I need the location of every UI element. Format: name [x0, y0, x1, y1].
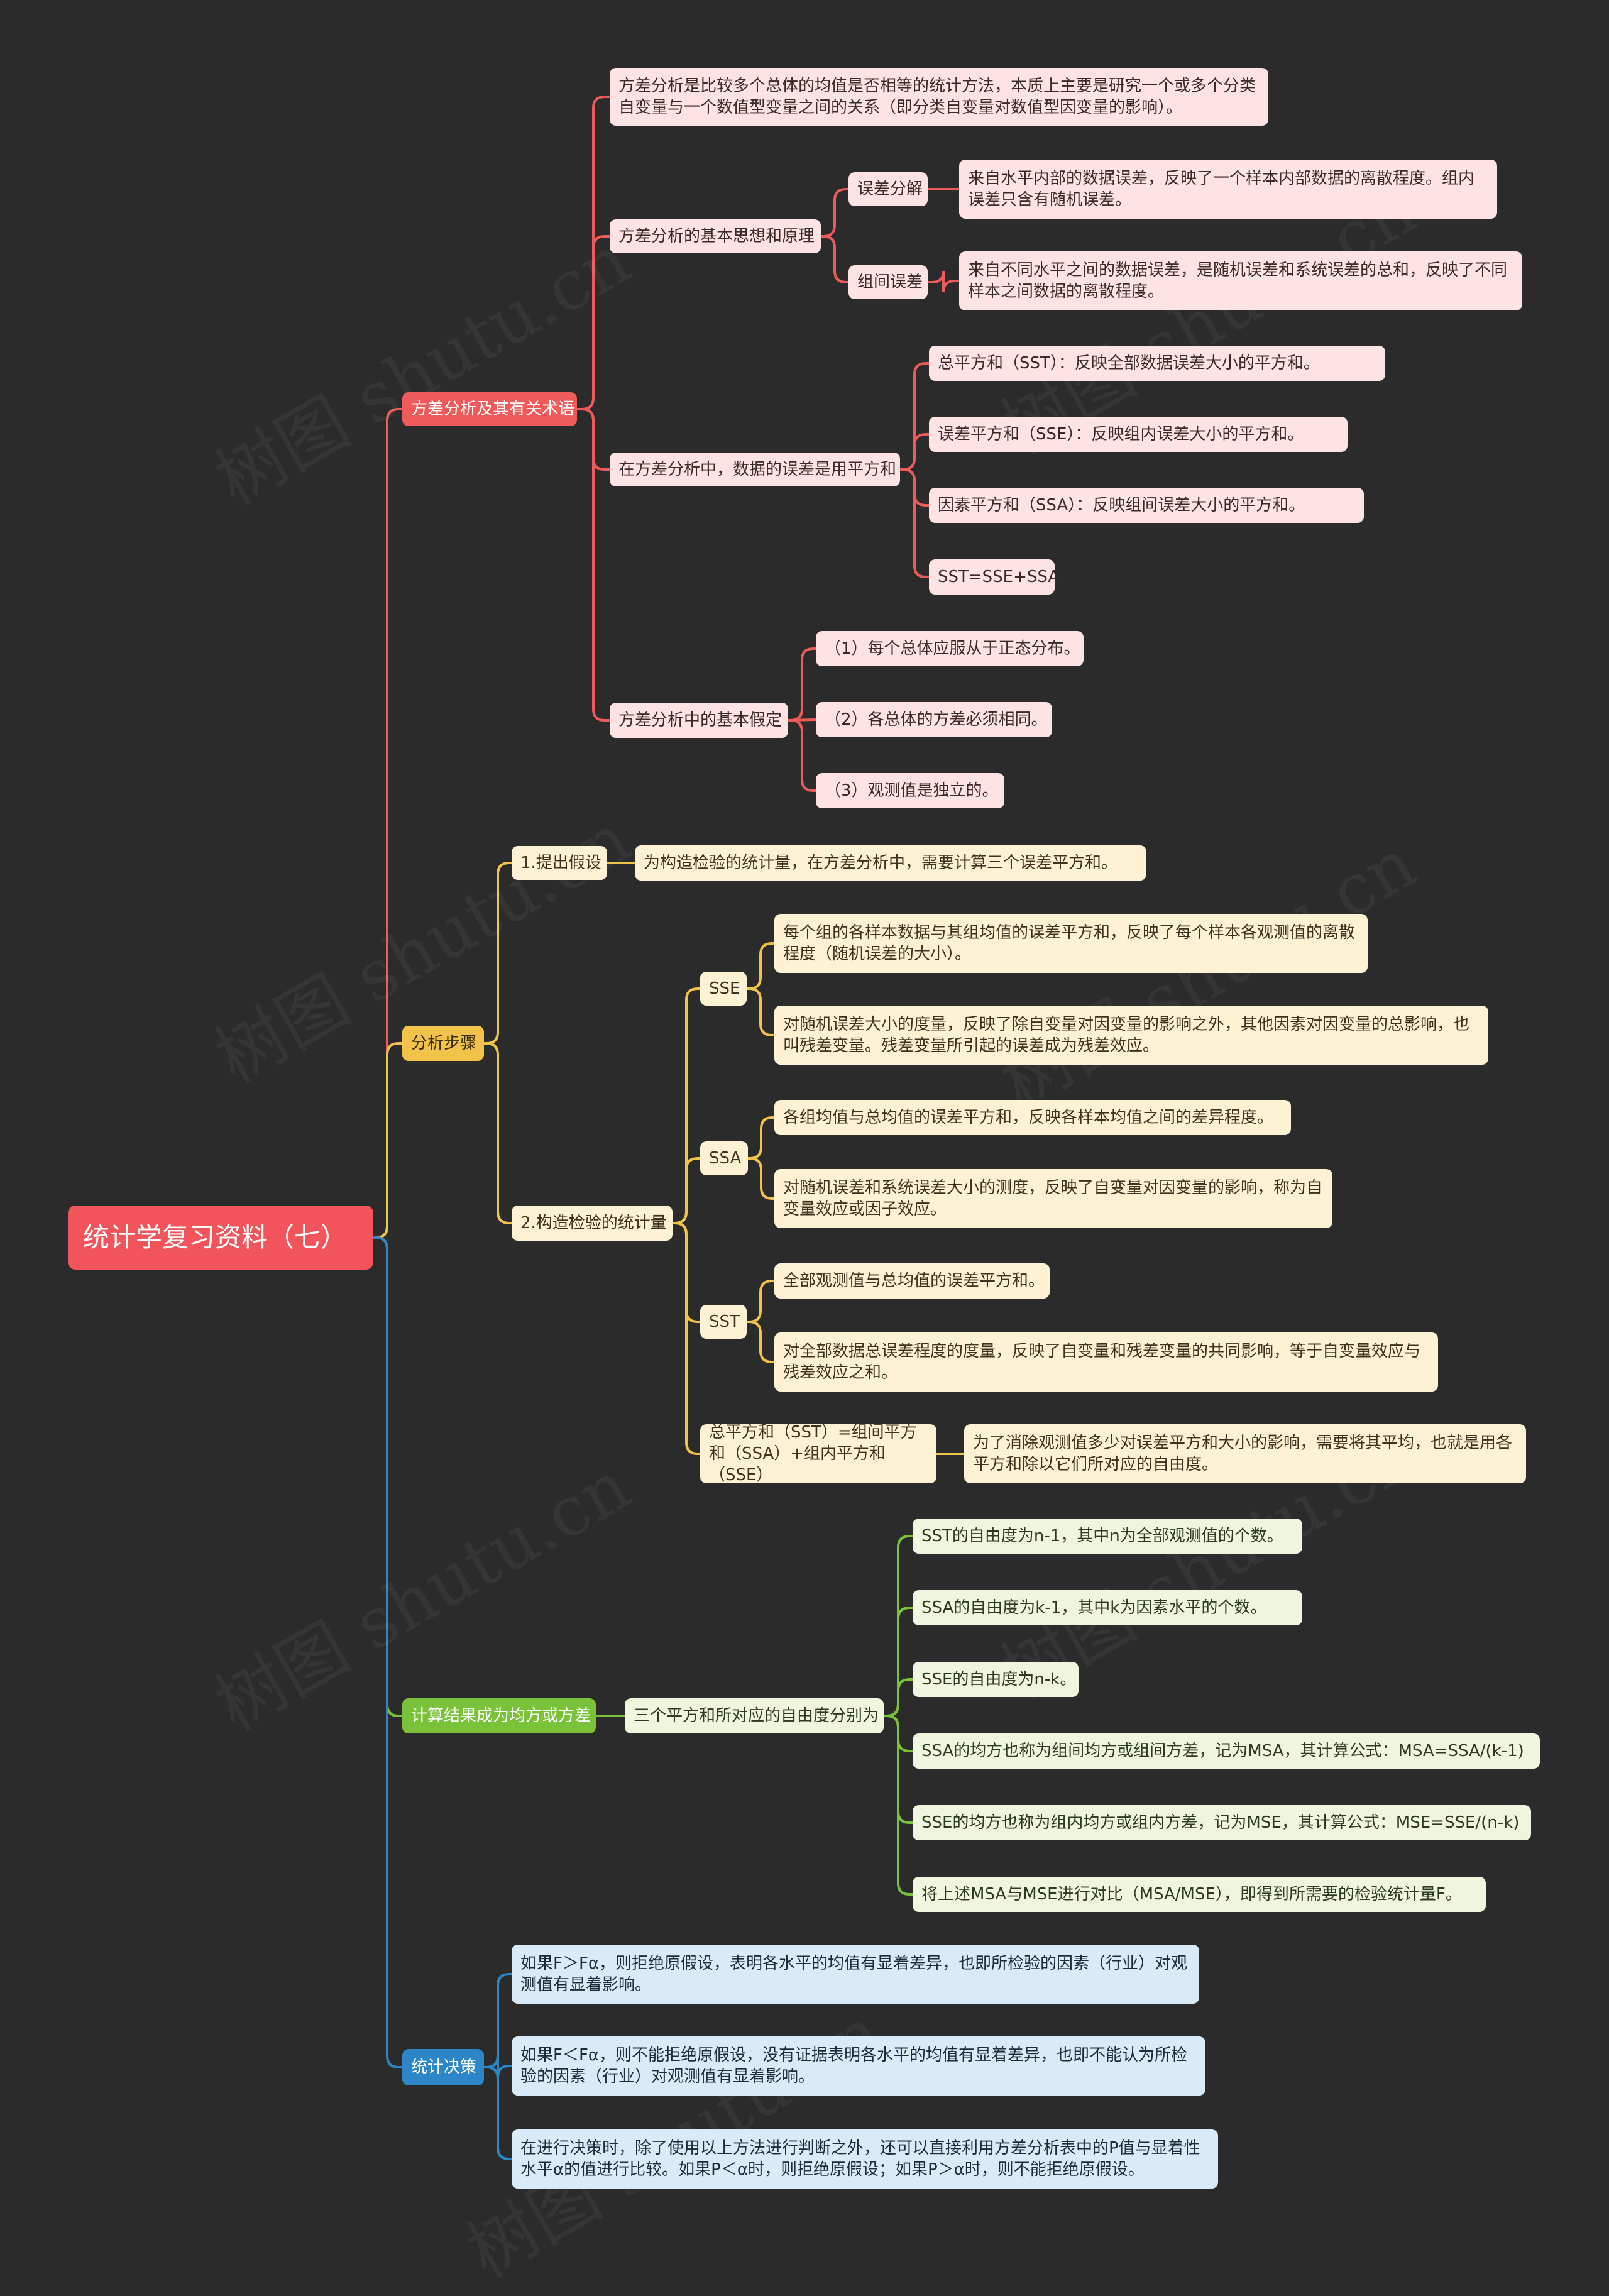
- root-topic[interactable]: 统计学复习资料（七）: [68, 1206, 373, 1270]
- assumption-independent[interactable]: （3）观测值是独立的。: [816, 773, 1004, 808]
- connector-line: [483, 862, 513, 1045]
- assumption-normal[interactable]: （1）每个总体应服从于正态分布。: [816, 631, 1084, 666]
- connector-line: [483, 1042, 513, 1224]
- error-decomposition[interactable]: 误差分解: [848, 172, 928, 206]
- connector-line: [820, 235, 850, 283]
- total-sum-desc[interactable]: 为了消除观测值多少对误差平方和大小的影响，需要将其平均，也就是用各平方和除以它们…: [964, 1424, 1526, 1483]
- sse-node[interactable]: SSE: [700, 972, 747, 1006]
- step-build-statistic[interactable]: 2.构造检验的统计量: [512, 1206, 673, 1241]
- connector-line: [787, 647, 817, 722]
- sst-desc-1[interactable]: 全部观测值与总均值的误差平方和。: [774, 1263, 1050, 1299]
- branch-decision[interactable]: 统计决策: [402, 2049, 484, 2085]
- sst-node[interactable]: SST: [700, 1305, 747, 1339]
- decision-not-reject[interactable]: 如果F＜Fα，则不能拒绝原假设，没有证据表明各水平的均值有显着差异，也即不能认为…: [512, 2036, 1205, 2096]
- ssa-node[interactable]: SSA: [700, 1141, 748, 1175]
- sse-definition[interactable]: 误差平方和（SSE）：反映组内误差大小的平方和。: [929, 417, 1348, 452]
- connector-line: [745, 987, 776, 1036]
- branch-mean-square[interactable]: 计算结果成为均方或方差: [402, 1698, 596, 1733]
- connector-line: [576, 408, 611, 722]
- assumption-equal-variance[interactable]: （2）各总体的方差必须相同。: [816, 702, 1052, 737]
- decision-p-value[interactable]: 在进行决策时，除了使用以上方法进行判断之外，还可以直接利用方差分析表中的P值与显…: [512, 2129, 1218, 2189]
- ssa-definition[interactable]: 因素平方和（SSA）：反映组间误差大小的平方和。: [929, 488, 1364, 523]
- basic-assumptions[interactable]: 方差分析中的基本假定: [610, 703, 788, 738]
- connector-line: [820, 188, 850, 238]
- between-group-error[interactable]: 组间误差: [848, 265, 928, 299]
- connector-line: [926, 270, 960, 293]
- connector-line: [372, 1236, 404, 2068]
- ssa-desc-2[interactable]: 对随机误差和系统误差大小的测度，反映了自变量对因变量的影响，称为自变量效应或因子…: [774, 1169, 1332, 1228]
- ssa-degrees[interactable]: SSA的自由度为k-1，其中k为因素水平的个数。: [913, 1590, 1302, 1625]
- connector-line: [483, 2066, 513, 2160]
- connector-line: [671, 1222, 701, 1455]
- sst-degrees[interactable]: SST的自由度为n-1，其中n为全部观测值的个数。: [913, 1519, 1302, 1554]
- mse-formula[interactable]: SSE的均方也称为组内均方或组内方差，记为MSE，其计算公式：MSE=SSE/(…: [913, 1805, 1531, 1840]
- connector-line: [747, 1157, 776, 1200]
- connector-line: [745, 1321, 776, 1363]
- ssa-desc-1[interactable]: 各组均值与总均值的误差平方和，反映各样本均值之间的差异程度。: [774, 1100, 1291, 1135]
- connector-line: [747, 1116, 776, 1160]
- msa-formula[interactable]: SSA的均方也称为组间均方或组间方差，记为MSA，其计算公式：MSA=SSA/(…: [913, 1733, 1540, 1769]
- decision-reject[interactable]: 如果F＞Fα，则拒绝原假设，表明各水平的均值有显着差异，也即所检验的因素（行业）…: [512, 1945, 1199, 2004]
- f-statistic[interactable]: 将上述MSA与MSE进行对比（MSA/MSE），即得到所需要的检验统计量F。: [913, 1877, 1486, 1912]
- connector-line: [787, 719, 817, 792]
- sse-degrees[interactable]: SSE的自由度为n-k。: [913, 1662, 1079, 1697]
- step-hypothesis-desc[interactable]: 为构造检验的统计量，在方差分析中，需要计算三个误差平方和。: [635, 845, 1146, 881]
- sst-equation[interactable]: SST=SSE+SSA: [929, 559, 1059, 595]
- total-sum-equation[interactable]: 总平方和（SST）=组间平方和（SSA）+组内平方和（SSE）: [700, 1423, 936, 1485]
- connector-line: [745, 1280, 776, 1323]
- sst-definition[interactable]: 总平方和（SST）：反映全部数据误差大小的平方和。: [929, 346, 1385, 381]
- between-group-error-desc[interactable]: 来自不同水平之间的数据误差，是随机误差和系统误差的总和，反映了不同样本之间数据的…: [959, 251, 1522, 310]
- sse-desc-1[interactable]: 每个组的各样本数据与其组均值的误差平方和，反映了每个样本各观测值的离散程度（随机…: [774, 914, 1368, 973]
- connector-line: [576, 235, 611, 410]
- connector-line: [372, 1042, 404, 1239]
- within-group-error-desc[interactable]: 来自水平内部的数据误差，反映了一个样本内部数据的离散程度。组内误差只含有随机误差…: [959, 160, 1497, 219]
- connector-line: [671, 1157, 701, 1224]
- step-hypothesis[interactable]: 1.提出假设: [512, 846, 607, 880]
- branch-anova-terms[interactable]: 方差分析及其有关术语: [402, 392, 577, 426]
- connector-line: [745, 942, 776, 990]
- connector-line: [899, 433, 930, 471]
- sse-desc-2[interactable]: 对随机误差大小的度量，反映了除自变量对因变量的影响之外，其他因素对因变量的总影响…: [774, 1006, 1488, 1065]
- degrees-of-freedom[interactable]: 三个平方和所对应的自由度分别为: [625, 1698, 884, 1733]
- anova-basic-idea[interactable]: 方差分析的基本思想和原理: [610, 219, 821, 253]
- anova-definition[interactable]: 方差分析是比较多个总体的均值是否相等的统计方法，本质上主要是研究一个或多个分类自…: [610, 68, 1268, 126]
- connector-line: [483, 1973, 513, 2068]
- connector-line: [882, 1715, 914, 1896]
- branch-analysis-steps[interactable]: 分析步骤: [402, 1026, 484, 1061]
- sum-of-squares-topic[interactable]: 在方差分析中，数据的误差是用平方和: [610, 453, 900, 486]
- sst-desc-2[interactable]: 对全部数据总误差程度的度量，反映了自变量和残差变量的共同影响，等于自变量效应与残…: [774, 1332, 1438, 1392]
- connector-line: [882, 1678, 914, 1717]
- connector-line: [899, 468, 930, 578]
